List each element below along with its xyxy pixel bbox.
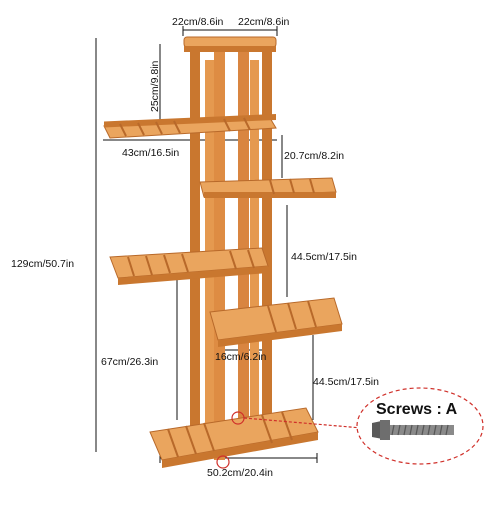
- shelf-3: [109, 247, 269, 285]
- dim-top-right: 22cm/8.6in: [238, 16, 290, 28]
- top-shelf: [183, 36, 277, 52]
- shelf-4: [209, 297, 343, 347]
- dim-total-height: 129cm/50.7in: [11, 258, 75, 270]
- dim-shelf2-width: 20.7cm/8.2in: [284, 150, 345, 162]
- screw-callout-title: Screws : A: [376, 401, 458, 418]
- base-shelf: [149, 407, 319, 468]
- screw-markers: [216, 411, 363, 469]
- shelf-2: [199, 177, 337, 198]
- screw-icon: [372, 420, 454, 440]
- dim-lower-left-height: 67cm/26.3in: [101, 356, 159, 368]
- shelf-1: [103, 113, 277, 139]
- dim-shelf1-width: 43cm/16.5in: [122, 147, 180, 159]
- dim-base-width: 50.2cm/20.4in: [207, 467, 273, 479]
- dim-top-height: 25cm/9.8in: [149, 60, 161, 112]
- dim-lower-gap: 44.5cm/17.5in: [313, 376, 379, 388]
- dim-mid-gap: 44.5cm/17.5in: [291, 251, 357, 263]
- screw-callout: [356, 387, 484, 465]
- dim-inner-width: 16cm/6.2in: [215, 351, 267, 363]
- dim-top-left: 22cm/8.6in: [172, 16, 224, 28]
